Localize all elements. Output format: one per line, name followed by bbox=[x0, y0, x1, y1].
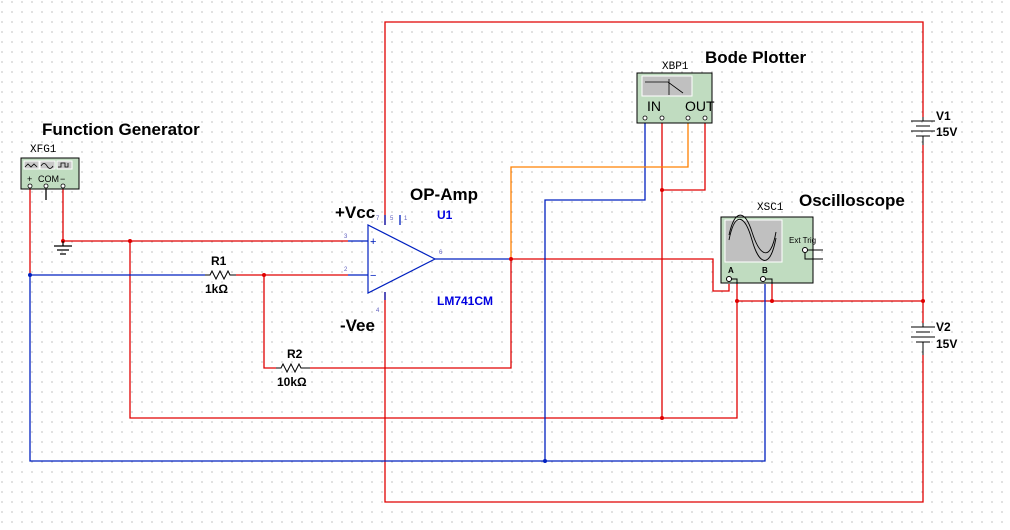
svg-text:4: 4 bbox=[376, 308, 380, 314]
wire-ground-loop[interactable] bbox=[129, 241, 738, 419]
svg-text:+Vcc: +Vcc bbox=[335, 203, 375, 222]
svg-text:3: 3 bbox=[344, 234, 348, 240]
opamp-u1[interactable]: + − 3 2 6 7 5 1 4 OP-Amp U1 LM741CM +Vcc… bbox=[335, 185, 493, 335]
svg-text:IN: IN bbox=[647, 98, 661, 114]
opamp-triangle-icon bbox=[367, 224, 437, 294]
svg-text:COM: COM bbox=[38, 174, 59, 184]
wire-input-bus[interactable] bbox=[29, 274, 766, 462]
sine-wave-icon bbox=[40, 163, 54, 169]
wire-scope-a[interactable] bbox=[511, 258, 730, 292]
bode-plotter[interactable]: Bode Plotter XBP1 IN OUT bbox=[636, 48, 806, 124]
wire-bode-in-plus[interactable] bbox=[544, 120, 646, 461]
svg-text:XSC1: XSC1 bbox=[757, 202, 784, 214]
svg-text:7: 7 bbox=[376, 216, 380, 222]
svg-text:+: + bbox=[27, 174, 32, 184]
battery-v1[interactable]: V1 15V bbox=[911, 109, 957, 145]
svg-text:1kΩ: 1kΩ bbox=[205, 282, 228, 296]
function-generator[interactable]: Function Generator XFG1 + COM − bbox=[20, 120, 200, 190]
svg-text:−: − bbox=[370, 270, 376, 282]
svg-text:LM741CM: LM741CM bbox=[437, 294, 493, 308]
svg-text:1: 1 bbox=[404, 216, 408, 222]
triangle-wave-icon bbox=[24, 163, 38, 168]
svg-text:+: + bbox=[370, 236, 376, 248]
svg-text:Oscilloscope: Oscilloscope bbox=[799, 191, 905, 210]
wire-pin-stubs bbox=[348, 215, 511, 300]
svg-text:XBP1: XBP1 bbox=[662, 61, 689, 73]
svg-text:R1: R1 bbox=[211, 254, 227, 268]
wire-feedback[interactable] bbox=[263, 259, 512, 369]
svg-text:R2: R2 bbox=[287, 347, 303, 361]
svg-text:-Vee: -Vee bbox=[340, 316, 375, 335]
bode-response-icon bbox=[645, 79, 684, 95]
svg-text:−: − bbox=[60, 174, 65, 184]
wire-bode-out-plus[interactable] bbox=[510, 120, 689, 259]
function-generator-ref: XFG1 bbox=[30, 144, 57, 156]
svg-text:Ext Trig: Ext Trig bbox=[789, 236, 816, 245]
ground-icon bbox=[54, 241, 72, 255]
svg-text:V2: V2 bbox=[936, 320, 951, 334]
resistor-r1[interactable]: R1 1kΩ bbox=[205, 254, 236, 296]
svg-text:15V: 15V bbox=[936, 125, 957, 139]
svg-text:Bode Plotter: Bode Plotter bbox=[705, 48, 806, 67]
svg-text:V1: V1 bbox=[936, 109, 951, 123]
svg-text:U1: U1 bbox=[437, 208, 453, 222]
opamp-title: OP-Amp bbox=[410, 185, 478, 204]
svg-text:10kΩ: 10kΩ bbox=[277, 375, 307, 389]
resistor-r2[interactable]: R2 10kΩ bbox=[276, 347, 310, 389]
junctions bbox=[61, 188, 925, 420]
svg-text:2: 2 bbox=[344, 267, 348, 273]
svg-text:OUT: OUT bbox=[685, 98, 715, 114]
square-wave-icon bbox=[58, 162, 69, 168]
svg-text:B: B bbox=[762, 266, 768, 275]
wire-vcc[interactable] bbox=[384, 21, 924, 225]
svg-text:5: 5 bbox=[390, 216, 394, 222]
svg-text:A: A bbox=[728, 266, 734, 275]
wire-bode-out-minus[interactable] bbox=[662, 120, 706, 191]
svg-text:15V: 15V bbox=[936, 337, 957, 351]
sine-wave-icon bbox=[728, 214, 777, 261]
wire-vee[interactable] bbox=[384, 292, 924, 503]
wire-ground-noninv[interactable] bbox=[62, 188, 348, 242]
svg-text:6: 6 bbox=[439, 250, 443, 256]
function-generator-title: Function Generator bbox=[42, 120, 200, 139]
oscilloscope[interactable]: Oscilloscope XSC1 Ext Trig A B bbox=[720, 191, 905, 284]
battery-v2[interactable]: V2 15V bbox=[911, 320, 957, 355]
